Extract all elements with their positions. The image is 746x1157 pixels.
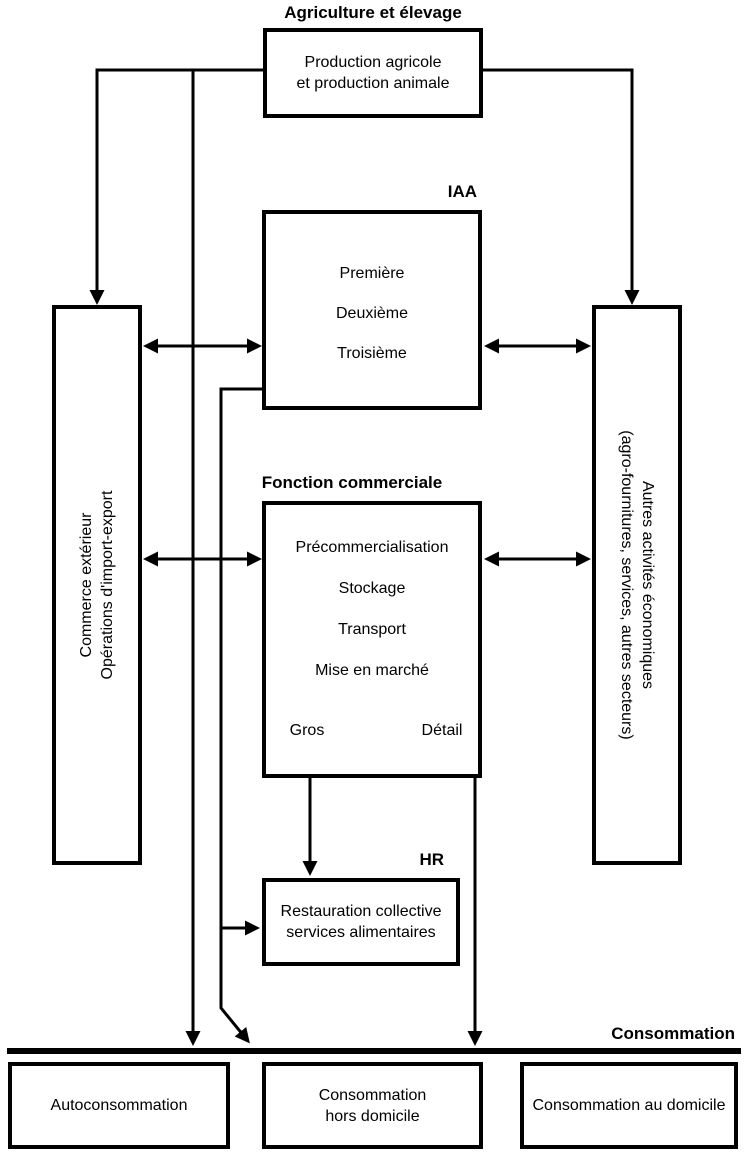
production-line1: Production agricole <box>304 54 442 71</box>
arrow-production-to-commerce <box>89 68 263 305</box>
autres-activites-box: Autres activités économiques (agro-fourn… <box>592 305 682 865</box>
fonction-item-stockage: Stockage <box>338 580 406 597</box>
au-domicile-label: Consommation au domicile <box>532 1097 726 1114</box>
arrow-production-to-autres <box>483 68 640 305</box>
arrow-iaa-to-consumption <box>219 387 262 1044</box>
fonction-item-mise-en-marche: Mise en marché <box>315 662 429 679</box>
hors-domicile-line2: hors domicile <box>325 1107 420 1125</box>
production-line2: et production animale <box>296 75 450 92</box>
fonction-item-precommercialisation: Précommercialisation <box>295 539 449 556</box>
consommation-au-domicile-box: Consommation au domicile <box>520 1062 738 1149</box>
hr-section-label: HR <box>419 850 444 869</box>
consommation-section-label: Consommation <box>611 1024 735 1043</box>
commerce-exterieur-line1: Commerce extérieur <box>78 512 95 658</box>
autres-activites-line1: Autres activités économiques <box>639 480 656 690</box>
iaa-box: Première Deuxième Troisième <box>262 210 482 410</box>
hr-line1: Restauration collective <box>280 903 442 920</box>
autoconsommation-box: Autoconsommation <box>8 1062 230 1149</box>
production-box: Production agricole et production animal… <box>263 28 483 118</box>
fonction-commerciale-section-label: Fonction commerciale <box>261 473 443 492</box>
autres-activites-text: Autres activités économiques (agro-fourn… <box>596 309 678 861</box>
fonction-item-transport: Transport <box>338 621 406 638</box>
iaa-item-deuxieme: Deuxième <box>335 305 409 322</box>
fonction-gros-label: Gros <box>289 722 325 739</box>
fonction-commerciale-box: Précommercialisation Stockage Transport … <box>262 501 482 778</box>
iaa-item-troisieme: Troisième <box>337 345 407 362</box>
fonction-detail-label: Détail <box>421 722 463 739</box>
hr-line2: services alimentaires <box>286 924 436 941</box>
iaa-item-premiere: Première <box>339 265 405 282</box>
hr-box: Restauration collective services aliment… <box>262 878 460 966</box>
commerce-exterieur-text: Commerce extérieur Opérations d'import-e… <box>56 309 138 861</box>
commerce-exterieur-line2: Opérations d'import-export <box>99 490 116 680</box>
consommation-hors-domicile-box: Consommation hors domicile <box>262 1062 483 1149</box>
autres-activites-line2: (agro-fournitures, services, autres sect… <box>618 430 635 740</box>
hors-domicile-line1: Consommation <box>318 1086 427 1104</box>
iaa-section-label: IAA <box>447 182 477 201</box>
autoconsommation-label: Autoconsommation <box>50 1097 188 1114</box>
commerce-exterieur-box: Commerce extérieur Opérations d'import-e… <box>52 305 142 865</box>
agriculture-section-label: Agriculture et élevage <box>284 3 462 22</box>
